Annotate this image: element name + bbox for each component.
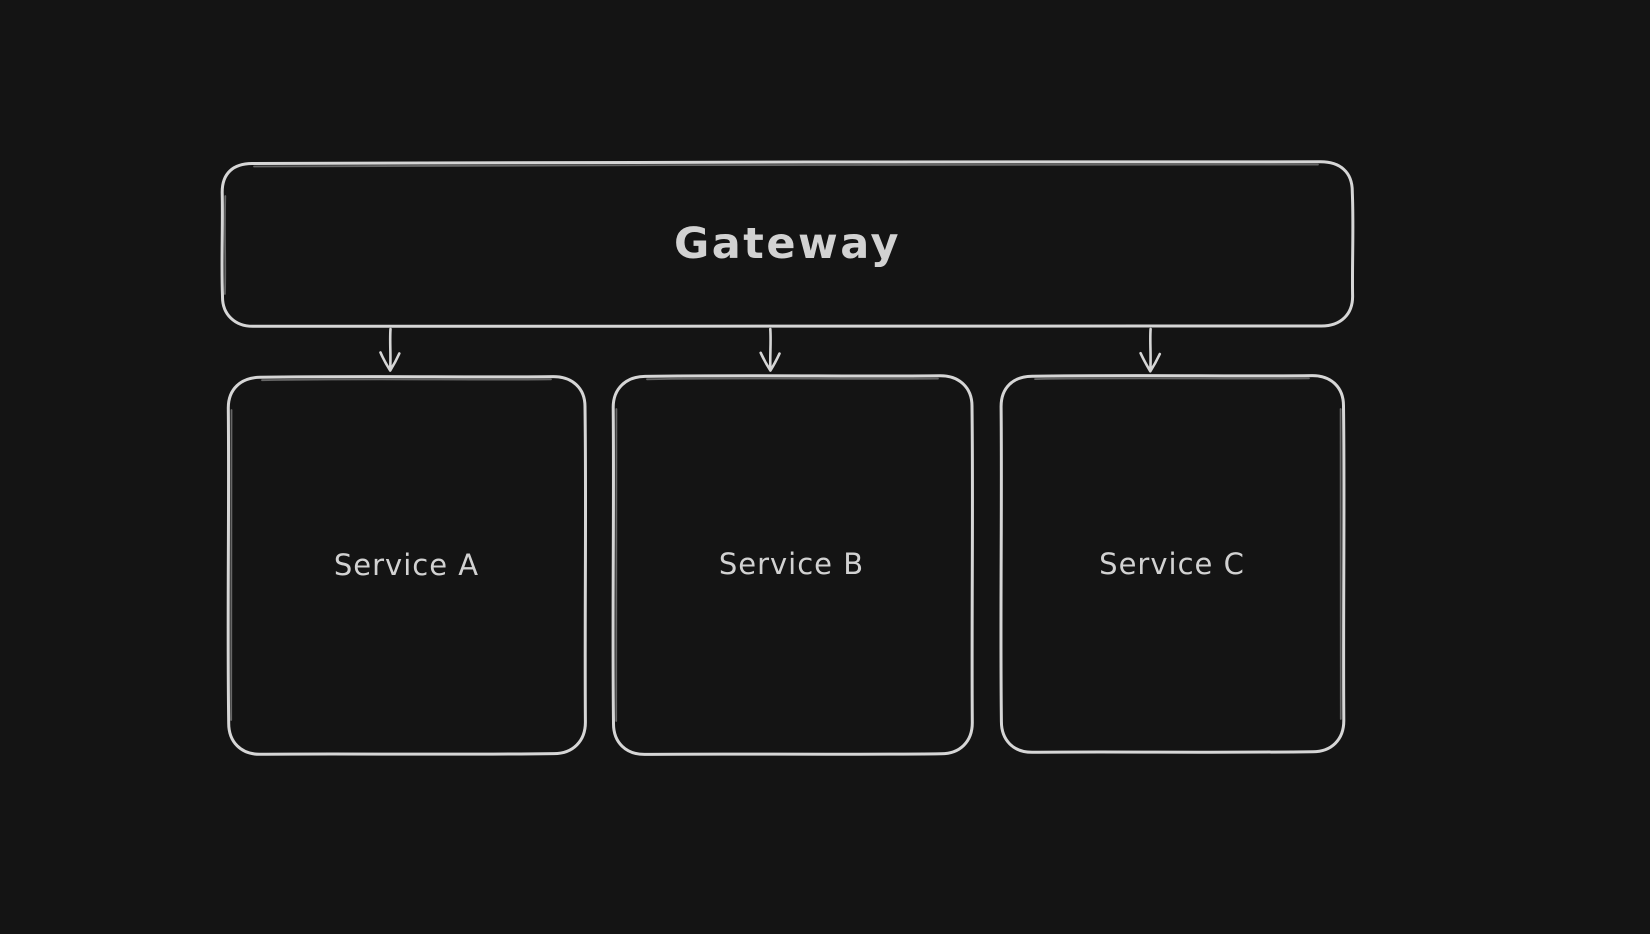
gateway-box (220, 160, 1355, 329)
gateway-box-sketch-pass (224, 163, 1319, 295)
service-c-box (999, 374, 1346, 754)
arrow-gateway-to-service-a (379, 327, 401, 372)
service-a-box-sketch-pass (230, 378, 552, 721)
service-c-box-sketch-pass (1034, 377, 1342, 720)
arrow-gateway-to-service-b (759, 327, 781, 372)
service-b-box (611, 374, 974, 756)
arrow-gateway-to-service-c (1139, 327, 1162, 373)
service-a-box (226, 375, 588, 756)
service-b-box-sketch-pass (615, 377, 939, 722)
